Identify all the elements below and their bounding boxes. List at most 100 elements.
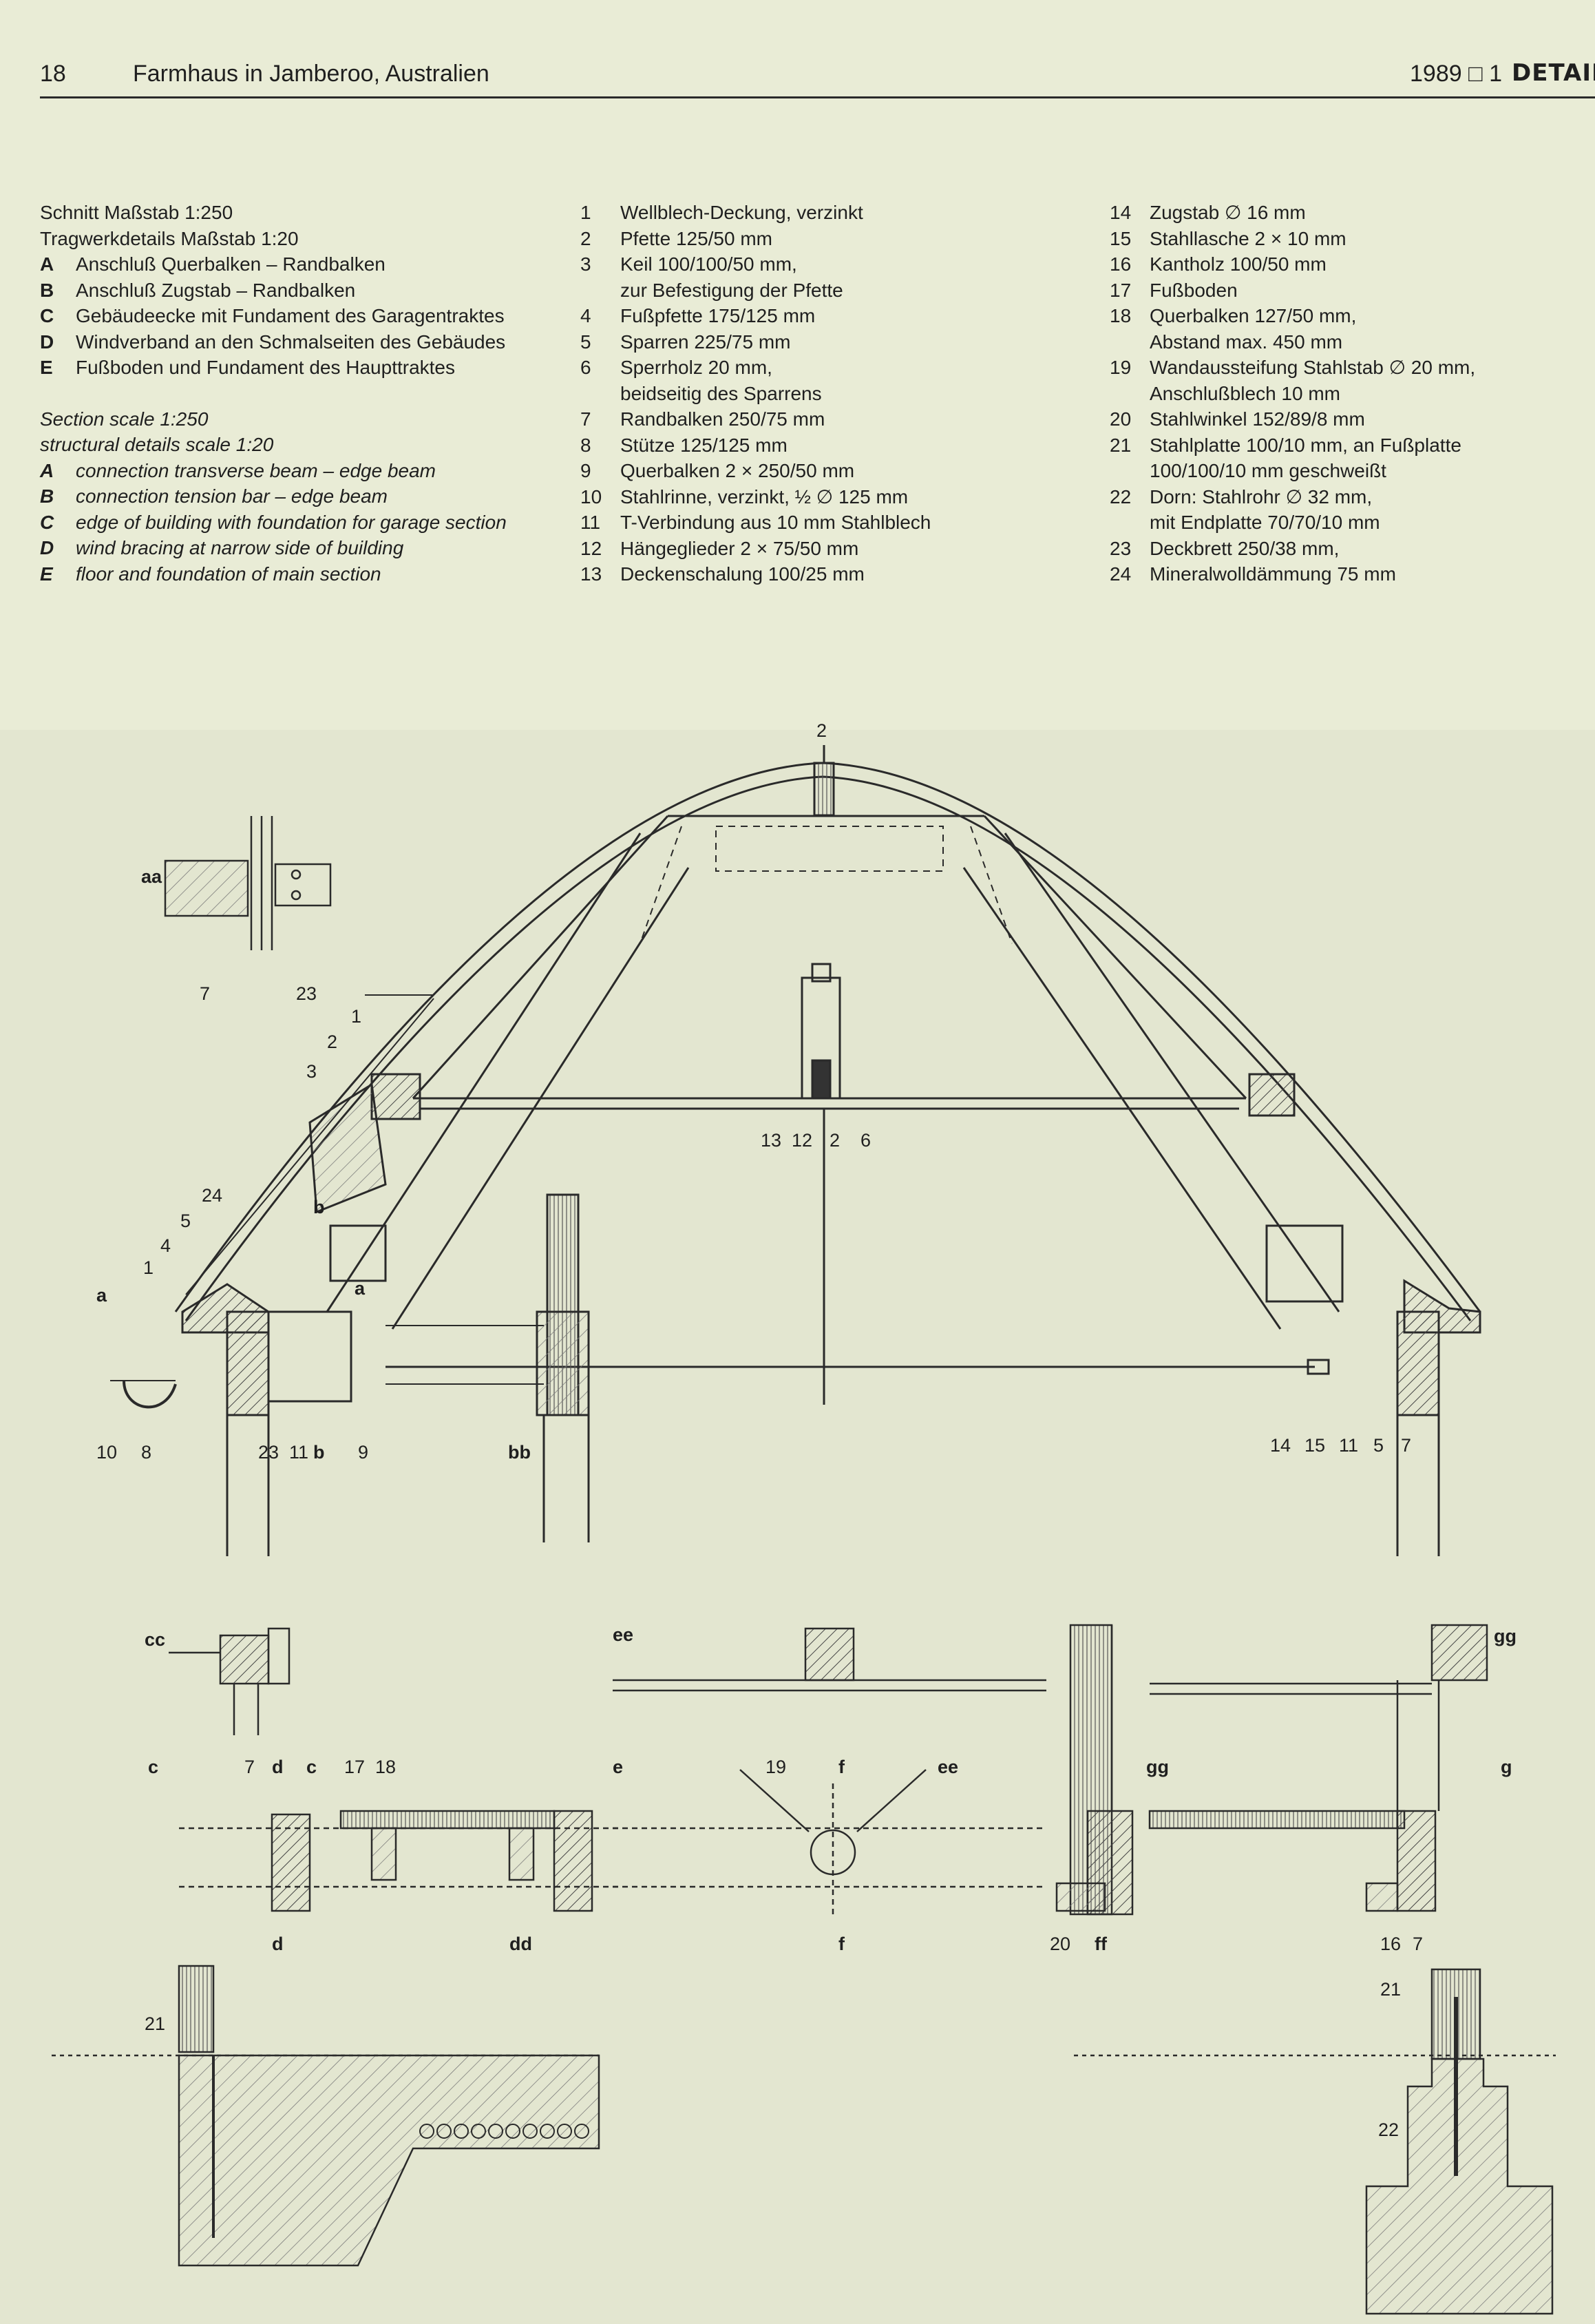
label-2-mid: 2: [830, 1130, 840, 1151]
page-header: 18 Farmhaus in Jamberoo, Australien 1989…: [40, 55, 1595, 98]
label-7-right: 7: [1401, 1435, 1411, 1456]
detail-cc: [169, 1627, 291, 1735]
page-number: 18: [40, 61, 66, 87]
label-7-ff: 7: [1413, 1934, 1423, 1954]
main-section: [110, 745, 1481, 1556]
part-item: Anschlußblech 10 mm: [1150, 382, 1341, 404]
label-gg-low: gg: [1146, 1757, 1169, 1777]
detail-gg: [1148, 1624, 1488, 1912]
label-b-low: b: [313, 1442, 325, 1463]
label-3: 3: [306, 1061, 317, 1082]
label-a-right: a: [355, 1278, 366, 1299]
part-item: mit Endplatte 70/70/10 mm: [1150, 512, 1380, 533]
part-item: 100/100/10 mm geschweißt: [1150, 460, 1386, 481]
legend-tragwerk: Tragwerkdetails Maßstab 1:20: [40, 227, 299, 249]
label-16: 16: [1380, 1934, 1401, 1954]
foundation-detail: [52, 1965, 600, 2267]
label-ee: ee: [613, 1624, 633, 1645]
legend-structural: structural details scale 1:20: [40, 434, 274, 455]
label-20: 20: [1050, 1934, 1070, 1954]
label-c-left: c: [148, 1757, 158, 1777]
label-5: 5: [180, 1211, 191, 1231]
label-22: 22: [1378, 2119, 1399, 2140]
label-g: g: [1501, 1757, 1512, 1777]
label-gg: gg: [1494, 1626, 1517, 1646]
detail-aa: [164, 816, 332, 950]
part-item: zur Befestigung der Pfette: [620, 279, 843, 301]
legend-schnitt: Schnitt Maßstab 1:250: [40, 202, 233, 223]
label-f: f: [838, 1757, 845, 1777]
label-2: 2: [327, 1032, 337, 1052]
label-4: 4: [160, 1235, 171, 1256]
label-24: 24: [202, 1185, 222, 1206]
label-10: 10: [96, 1442, 117, 1463]
label-c-right: c: [306, 1757, 317, 1777]
label-8: 8: [141, 1442, 151, 1463]
label-12: 12: [792, 1130, 812, 1151]
label-6: 6: [860, 1130, 871, 1151]
part-item: beidseitig des Sparrens: [620, 382, 822, 404]
label-17: 17: [344, 1757, 365, 1777]
label-ff: ff: [1095, 1934, 1108, 1954]
label-13: 13: [761, 1130, 781, 1151]
part-item: Abstand max. 450 mm: [1150, 331, 1343, 353]
label-11-right: 11: [1339, 1435, 1358, 1456]
label-dd: dd: [509, 1934, 532, 1954]
label-21-left: 21: [145, 2013, 165, 2034]
label-cc: cc: [145, 1629, 165, 1650]
label-9: 9: [358, 1442, 368, 1463]
label-1: 1: [351, 1006, 361, 1027]
label-bb: bb: [508, 1442, 531, 1463]
label-18: 18: [375, 1757, 396, 1777]
label-23: 23: [296, 983, 317, 1004]
label-f-low: f: [838, 1934, 845, 1954]
legend-section: Section scale 1:250: [40, 408, 209, 430]
article-title: Farmhaus in Jamberoo, Australien: [133, 61, 489, 87]
detail-ee: [613, 1627, 1046, 1914]
detail-ff: [1055, 1624, 1134, 1916]
label-21-right: 21: [1380, 1979, 1401, 2000]
label-5-right: 5: [1373, 1435, 1384, 1456]
label-23-low: 23: [258, 1442, 279, 1463]
label-d: d: [272, 1757, 284, 1777]
label-a-left: a: [96, 1285, 107, 1306]
label-2-top: 2: [816, 720, 827, 741]
foundation-right: [1074, 1968, 1556, 2315]
label-11: 11: [289, 1442, 308, 1463]
